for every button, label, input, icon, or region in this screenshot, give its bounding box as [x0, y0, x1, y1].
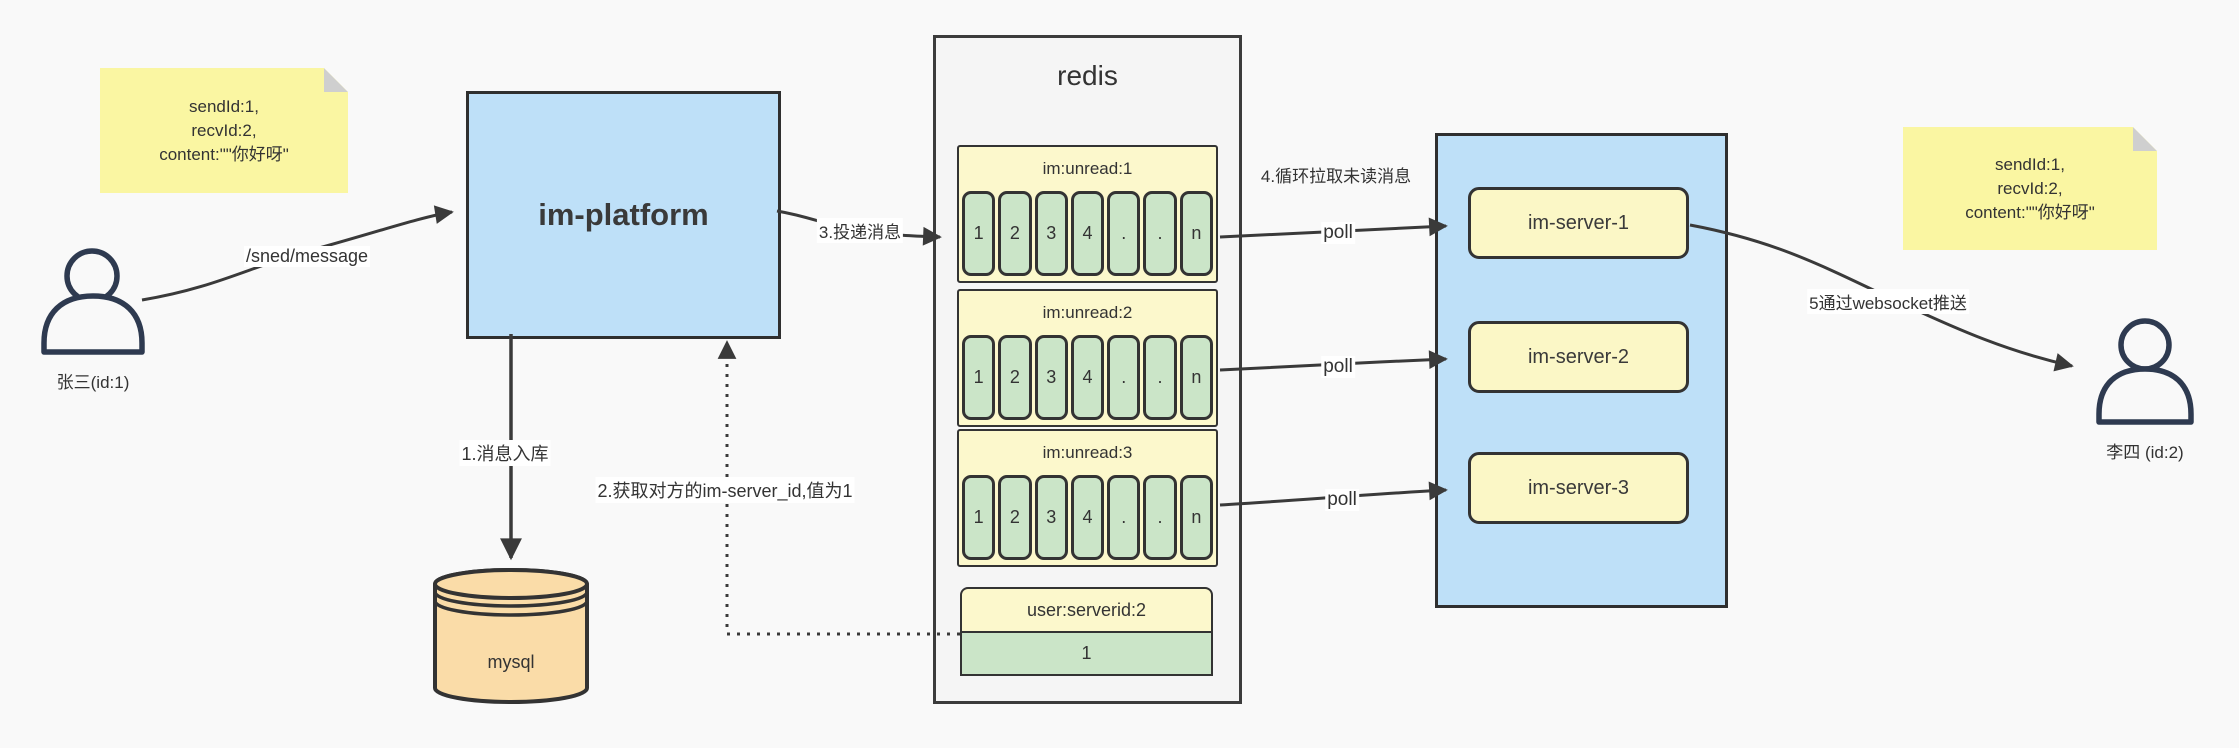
queue-cell: n	[1179, 191, 1213, 276]
im-server-label: im-server-2	[1527, 345, 1630, 368]
queue-cell: 2	[998, 191, 1032, 276]
im-server-label: im-server-3	[1527, 476, 1630, 499]
note-fold-corner	[2133, 127, 2157, 151]
note-line: recvId:2,	[191, 120, 257, 140]
edge-label-poll-1: poll	[1321, 222, 1355, 244]
queue-cell: .	[1107, 191, 1141, 276]
queue-cell: 1	[962, 191, 996, 276]
queue-cells: 1 2 3 4 . . n	[962, 475, 1213, 560]
edge-label-send-message: /sned/message	[243, 246, 371, 267]
queue-cell: .	[1107, 475, 1141, 560]
node-im-server-1: im-server-1	[1468, 187, 1689, 259]
note-line: recvId:2,	[1997, 178, 2063, 198]
queue-cell: n	[1179, 335, 1213, 420]
queue-cell: 4	[1070, 335, 1105, 420]
redis-user-serverid-map: user:serverid:2 1	[960, 587, 1213, 676]
note-line: sendId:1,	[1995, 154, 2065, 174]
mysql-label: mysql	[487, 652, 535, 672]
note-line: content:""你好呀"	[159, 144, 289, 164]
queue-cell: .	[1143, 191, 1177, 276]
im-platform-label: im-platform	[538, 197, 709, 232]
queue-cell: 2	[998, 475, 1032, 560]
queue-cell: 1	[962, 335, 996, 420]
queue-header: im:unread:3	[1042, 443, 1133, 462]
queue-cell: .	[1107, 335, 1141, 420]
queue-cell: 4	[1070, 475, 1105, 560]
person-icon-sender	[41, 248, 145, 355]
queue-cells: 1 2 3 4 . . n	[962, 191, 1213, 276]
queue-cell: 3	[1034, 475, 1068, 560]
redis-queue-unread-3: im:unread:3 1 2 3 4 . . n	[957, 429, 1218, 567]
note-line: content:""你好呀"	[1965, 202, 2095, 222]
redis-title: redis	[1057, 60, 1118, 91]
node-im-server-2: im-server-2	[1468, 321, 1689, 393]
edge-label-poll-3: poll	[1325, 489, 1359, 511]
im-server-label: im-server-1	[1527, 211, 1630, 234]
database-cylinder-icon	[433, 568, 589, 704]
queue-header: im:unread:2	[1042, 303, 1133, 322]
queue-cell: 2	[998, 335, 1032, 420]
node-im-server-3: im-server-3	[1468, 452, 1689, 524]
edge-label-step1: 1.消息入库	[459, 440, 551, 466]
queue-cell: 1	[962, 475, 996, 560]
edge-label-step4: 4.循环拉取未读消息	[1260, 167, 1412, 186]
redis-queue-unread-1: im:unread:1 1 2 3 4 . . n	[957, 145, 1218, 283]
note-message-payload-right: sendId:1, recvId:2, content:""你好呀"	[1903, 127, 2157, 250]
queue-cell: 3	[1034, 335, 1068, 420]
queue-cells: 1 2 3 4 . . n	[962, 335, 1213, 420]
person-icon-receiver	[2096, 318, 2194, 425]
queue-cell: 3	[1034, 191, 1068, 276]
note-line: sendId:1,	[189, 96, 259, 116]
edge-label-step2: 2.获取对方的im-server_id,值为1	[595, 477, 855, 503]
note-fold-corner	[324, 68, 348, 92]
kv-value: 1	[960, 631, 1213, 676]
note-message-payload-left: sendId:1, recvId:2, content:""你好呀"	[100, 68, 348, 193]
edge-label-step3: 3.投递消息	[816, 218, 904, 243]
queue-cell: .	[1143, 475, 1177, 560]
node-im-platform: im-platform	[466, 91, 781, 339]
queue-header: im:unread:1	[1042, 159, 1133, 178]
kv-header: user:serverid:2	[960, 587, 1213, 633]
receiver-label: 李四 (id:2)	[2106, 443, 2184, 462]
edge-label-poll-2: poll	[1321, 356, 1355, 378]
queue-cell: .	[1143, 335, 1177, 420]
queue-cell: 4	[1070, 191, 1105, 276]
redis-queue-unread-2: im:unread:2 1 2 3 4 . . n	[957, 289, 1218, 427]
queue-cell: n	[1179, 475, 1213, 560]
edge-label-step5: 5通过websocket推送	[1807, 289, 1969, 314]
sender-label: 张三(id:1)	[56, 373, 130, 392]
